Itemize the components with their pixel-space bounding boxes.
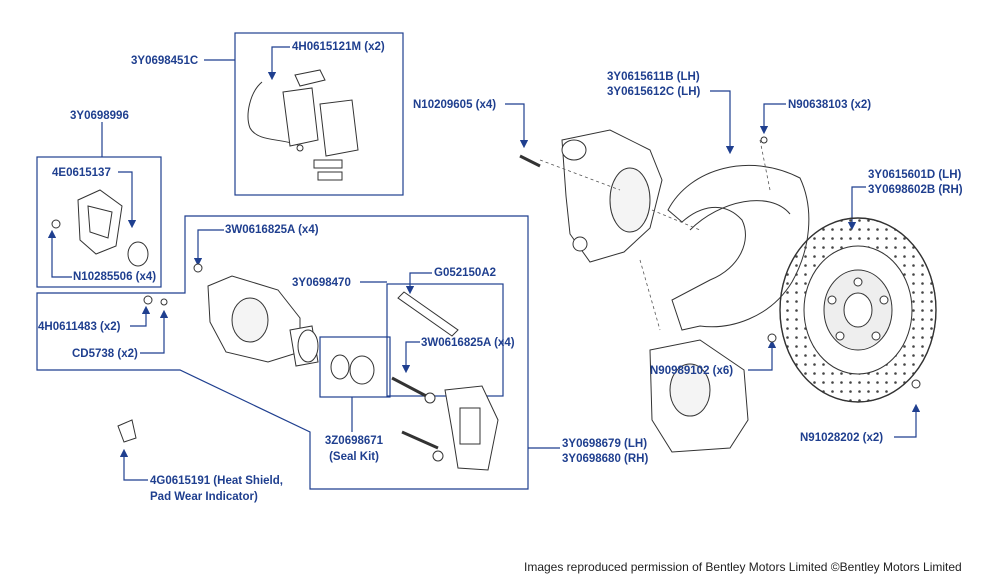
label-pad-wear-indicator: Pad Wear Indicator) [150,491,258,503]
part-illustrations [51,69,937,471]
rear-caliper-art [649,333,777,453]
box-caliper-repair-kit [36,215,529,490]
label-n10285506: N10285506 (x4) [73,271,157,283]
brake-pads-art [247,69,359,181]
label-3y0698680: 3Y0698680 (RH) [562,453,649,465]
label-seal-kit: (Seal Kit) [329,451,379,463]
box-seal-kit [319,336,391,398]
label-3y0698996: 3Y0698996 [70,110,129,122]
label-3y0615601d: 3Y0615601D (LH) [868,169,962,181]
callout-boxes [36,32,529,490]
label-g052150a2: G052150A2 [434,267,497,279]
wear-indicator-art [51,189,149,267]
label-4h0615121m: 4H0615121M (x2) [292,41,385,53]
label-3y0698451c: 3Y0698451C [131,55,199,67]
dust-shield-art [667,136,810,331]
box-bolt-kit [386,283,504,397]
label-3y0698470: 3Y0698470 [292,277,351,289]
label-3y0698602b: 3Y0698602B (RH) [868,184,963,196]
box-wear-indicator [36,156,162,288]
copyright-credit: Images reproduced permission of Bentley … [524,560,962,574]
label-3y0615612c: 3Y0615612C (LH) [607,86,701,98]
label-n91028202: N91028202 (x2) [800,432,884,444]
leader-lines [47,46,921,481]
label-4e0615137: 4E0615137 [52,167,111,179]
heat-shield-clip-art [117,419,137,443]
label-n90989102: N90989102 (x6) [650,365,734,377]
label-3y0698679: 3Y0698679 (LH) [562,438,648,450]
label-n90638103: N90638103 (x2) [788,99,872,111]
label-cd5738: CD5738 (x2) [72,348,138,360]
seal-kit-art [330,354,375,385]
label-n10209605: N10209605 (x4) [413,99,497,111]
label-3w0616825a-mid: 3W0616825A (x4) [421,337,515,349]
caliper-art [143,263,319,367]
label-4h0611483: 4H0611483 (x2) [38,321,121,333]
label-4g0615191: 4G0615191 (Heat Shield, [150,475,283,487]
brake-disc-art [779,217,937,403]
hub-carrier-art [519,129,663,263]
label-3y0615611b: 3Y0615611B (LH) [607,71,700,83]
box-brake-pad-set [234,32,404,196]
label-3z0698671: 3Z0698671 [324,435,384,447]
label-3w0616825a-top: 3W0616825A (x4) [225,224,319,236]
carrier-bolts-art [391,291,499,471]
